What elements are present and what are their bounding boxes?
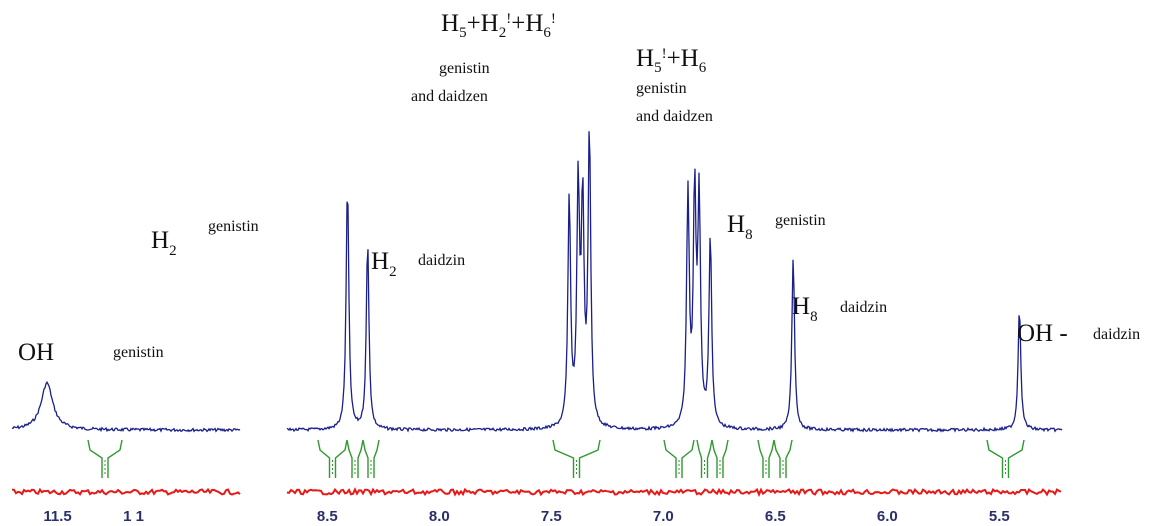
label-oh-daidzin: OH -: [1017, 320, 1068, 347]
spectrum-traces: [11, 131, 1063, 433]
label-h5-h2p-h6p-annotation-1: genistin: [439, 60, 490, 77]
label-h8-genistin: H8: [727, 211, 753, 243]
label-oh-daidzin-annotation: daidzin: [1093, 326, 1140, 343]
label-oh-genistin-annotation: genistin: [113, 344, 164, 361]
label-h8-daidzin-annotation: daidzin: [840, 299, 887, 316]
integral-bracket: [663, 439, 695, 478]
red-baseline-traces: [11, 487, 1062, 498]
label-oh-genistin: OH: [18, 339, 54, 366]
tick-label: 7.5: [541, 508, 562, 525]
label-h2-daidzin-annotation: daidzin: [418, 252, 465, 269]
tick-label: 7.0: [653, 508, 674, 525]
integral-bracket: [346, 439, 364, 478]
tick-label: 8.5: [317, 508, 338, 525]
tick-label: 11.5: [43, 508, 71, 525]
integral-bracket: [552, 439, 601, 478]
label-h5p-h6-annotation-1: genistin: [636, 80, 687, 97]
integral-bracket: [362, 439, 380, 478]
label-h8-daidzin: H8: [792, 293, 818, 325]
label-h2-genistin: H2: [151, 227, 177, 259]
label-h5-h2p-h6p-annotation-2: and daidzen: [411, 88, 488, 105]
integral-bracket: [773, 439, 793, 478]
tick-label: 5.5: [989, 508, 1010, 525]
label-h5p-h6: H5!+H6: [636, 45, 707, 76]
integral-bracket: [87, 439, 123, 478]
label-h8-genistin-annotation: genistin: [775, 212, 826, 229]
label-h2-genistin-annotation: genistin: [208, 218, 259, 235]
integral-bracket: [711, 439, 729, 478]
label-h2-daidzin: H2: [371, 248, 397, 280]
red-baseline-2: [286, 487, 1062, 498]
tick-label: 6.5: [765, 508, 786, 525]
label-h5-h2p-h6p: H5+H2!+H6!: [441, 10, 556, 41]
x-axis-tick-labels: 11.5 1 1 8.5 8.0 7.5 7.0 6.5 6.0 5.5: [43, 508, 1009, 525]
integral-bracket: [757, 439, 775, 478]
tick-label: 8.0: [429, 508, 450, 525]
spectrum-trace-2: [286, 131, 1063, 433]
label-h5p-h6-annotation-2: and daidzen: [636, 108, 713, 125]
integral-bracket: [317, 439, 348, 478]
tick-label: 1 1: [123, 508, 144, 525]
red-baseline-1: [11, 487, 241, 496]
spectrum-trace-1: [11, 380, 241, 433]
integral-bracket: [696, 439, 713, 478]
integral-bracket: [986, 439, 1025, 478]
tick-label: 6.0: [877, 508, 898, 525]
integral-curves: [87, 439, 1025, 478]
